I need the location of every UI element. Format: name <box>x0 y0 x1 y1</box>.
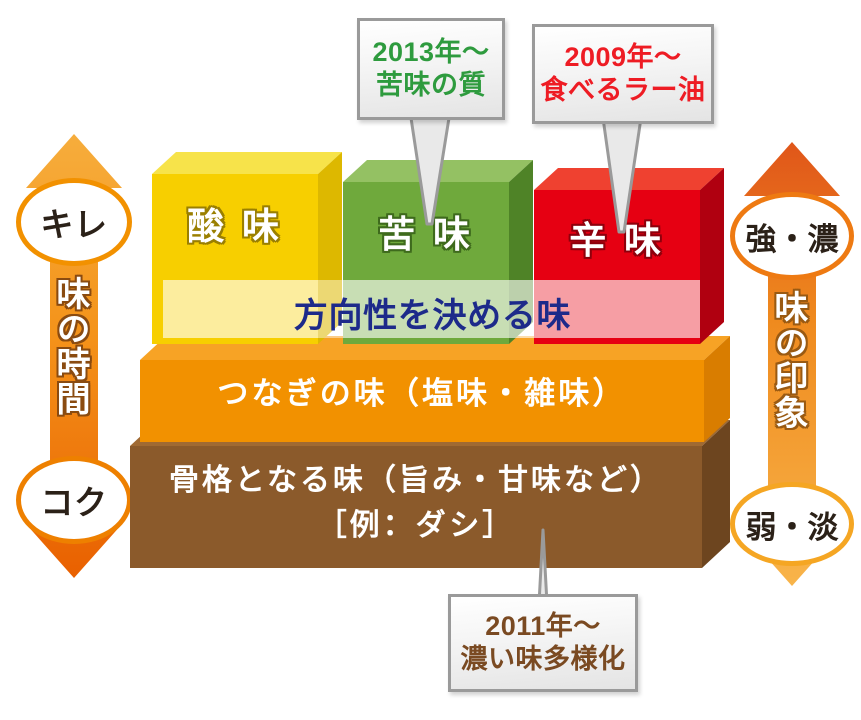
overlay-band-karami <box>534 280 700 338</box>
overlay-band-sanmi <box>163 280 318 338</box>
callout-2011-line1: 2011年～ <box>485 611 601 642</box>
axis-right-top-cap: 強・濃 <box>730 192 854 280</box>
axis-left-bottom-cap: コク <box>16 456 132 544</box>
callout-2011[interactable]: 2011年～ 濃い味多様化 <box>448 594 638 692</box>
overlay-band-label: 方向性を決める味 <box>293 297 572 335</box>
axis-left-vertical-text: 味の時間 <box>51 276 89 417</box>
layer-tsunagi-label: つなぎの味（塩味・雑味） <box>217 376 627 411</box>
axis-right-bottom-cap: 弱・淡 <box>730 482 854 566</box>
block-nigami-label: 苦 味 <box>378 214 474 255</box>
overlay-band-gap-1 <box>318 280 343 338</box>
callout-2013[interactable]: 2013年～ 苦味の質 <box>357 18 505 120</box>
overlay-band-nigami <box>343 280 534 338</box>
axis-right-vertical-text: 味の印象 <box>769 290 807 431</box>
axis-left-bottom-cap-label: コク <box>40 484 108 521</box>
block-karami-label: 辛 味 <box>569 220 665 261</box>
axis-left-vertical-label: 味の時間 <box>51 276 95 416</box>
layer-kokkaku-label-line2: ［例：ダシ］ <box>316 509 516 542</box>
callout-2011-line2: 濃い味多様化 <box>460 644 626 674</box>
callout-2009-line1: 2009年～ <box>564 42 682 73</box>
callout-2009[interactable]: 2009年～ 食べるラー油 <box>532 24 714 124</box>
layer-kokkaku-label-line1: 骨格となる味（旨み・甘味など） <box>168 464 664 497</box>
axis-left-top-cap: キレ <box>16 178 132 266</box>
block-sanmi-label: 酸 味 <box>187 206 283 247</box>
callout-2009-line2: 食べるラー油 <box>540 75 706 105</box>
axis-left-top-cap-label: キレ <box>40 206 108 243</box>
axis-right-vertical-label: 味の印象 <box>769 290 813 430</box>
callout-2013-line2: 苦味の質 <box>376 70 486 100</box>
axis-right-bottom-cap-label: 弱・淡 <box>745 509 839 545</box>
axis-right-top-cap-label: 強・濃 <box>745 221 839 257</box>
callout-2013-line1: 2013年～ <box>372 37 490 68</box>
